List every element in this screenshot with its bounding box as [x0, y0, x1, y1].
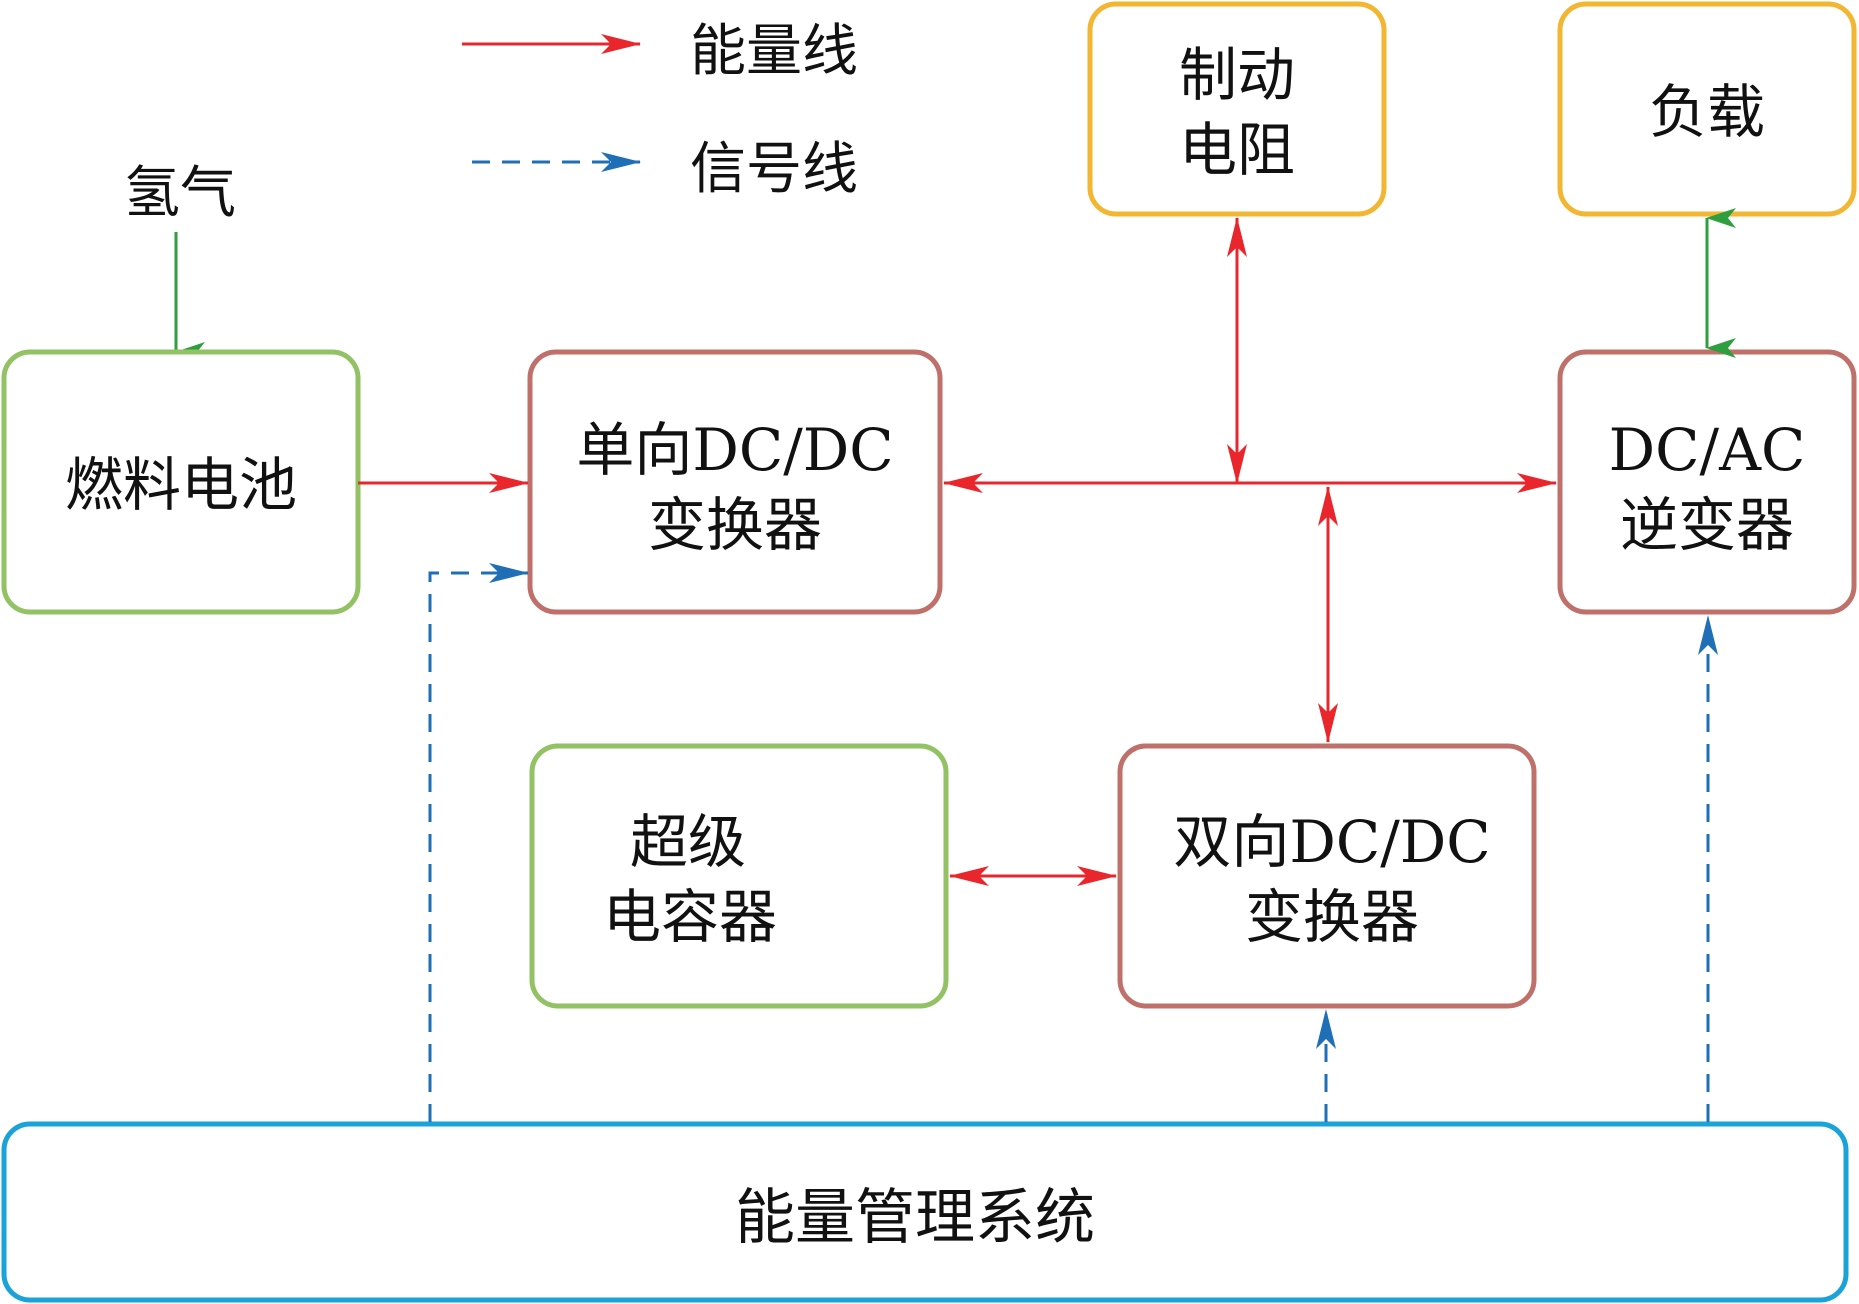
energy-management-system-label: 能量管理系统 [735, 1183, 1095, 1253]
supercapacitor-label-line1: 超级 [630, 808, 746, 876]
bidirectional-dcdc-converter-box: 双向DC/DC 变换器 [1117, 743, 1537, 1009]
hydrogen-label: 氢气 [124, 161, 236, 226]
unidirectional-dcdc-converter-box: 单向DC/DC 变换器 [527, 349, 943, 615]
unidirectional-converter-label-line1: 单向DC/DC [576, 416, 893, 484]
unidirectional-converter-label-line2: 变换器 [648, 491, 822, 559]
load-box: 负载 [1557, 1, 1857, 217]
brake-resistor-label-line2: 电阻 [1179, 116, 1295, 184]
supercapacitor-label-line2: 电容器 [603, 883, 777, 951]
energy-management-system-box: 能量管理系统 [1, 1121, 1849, 1303]
brake-resistor-box: 制动 电阻 [1087, 1, 1387, 217]
fuel-cell-label: 燃料电池 [65, 451, 297, 519]
supercapacitor-box: 超级 电容器 [529, 743, 949, 1009]
legend-energy-line-label: 能量线 [690, 19, 858, 84]
legend: 能量线 信号线 [462, 19, 858, 202]
inverter-label-line2: 逆变器 [1620, 491, 1794, 559]
signal-lines [428, 563, 1718, 1122]
legend-signal-line-label: 信号线 [690, 137, 858, 202]
dcac-inverter-box: DC/AC 逆变器 [1557, 349, 1857, 615]
brake-resistor-label-line1: 制动 [1179, 41, 1295, 109]
bidirectional-converter-label-line2: 变换器 [1245, 883, 1419, 951]
bidirectional-converter-label-line1: 双向DC/DC [1173, 808, 1490, 876]
inverter-label-line1: DC/AC [1609, 416, 1806, 484]
signal-line-ems-to-unidirectional-converter [428, 563, 529, 1122]
fuel-cell-box: 燃料电池 [1, 349, 361, 615]
load-label: 负载 [1649, 78, 1765, 146]
energy-lines [358, 217, 1557, 886]
